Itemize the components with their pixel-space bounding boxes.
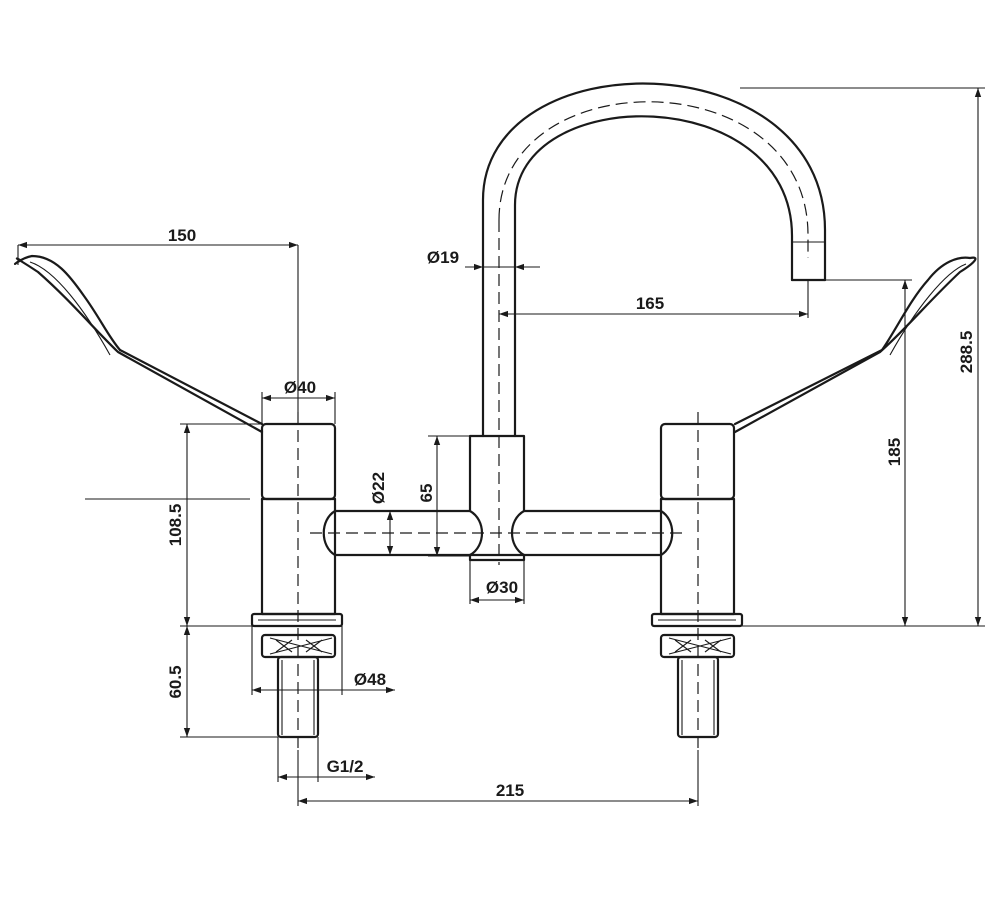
- label-centres: 215: [496, 781, 524, 800]
- label-hub-diameter: Ø30: [486, 578, 518, 597]
- swan-neck-spout: [481, 82, 827, 438]
- label-overall-height: 288.5: [957, 331, 976, 374]
- right-lever-handle: [733, 256, 977, 434]
- label-spout-diameter: Ø19: [427, 248, 459, 267]
- left-lever-handle-inner: [29, 261, 111, 356]
- label-handle-reach: 150: [168, 226, 196, 245]
- label-body-height: 108.5: [166, 504, 185, 547]
- right-valve-body: [650, 422, 744, 628]
- label-flange-diameter: Ø48: [354, 670, 386, 689]
- central-hub: [468, 434, 526, 562]
- dimension-lines: [18, 88, 982, 805]
- left-lever-handle: [14, 254, 264, 434]
- tap-outline: [14, 82, 977, 750]
- left-valve-body: [250, 422, 344, 628]
- center-lines: [297, 101, 809, 750]
- label-body-diameter: Ø40: [284, 378, 316, 397]
- label-bridge-diameter: Ø22: [369, 472, 388, 504]
- right-lever-handle-stem: [733, 348, 884, 426]
- dimension-labels: 150 Ø40 Ø19 165 288.5 185 Ø22 65 Ø30 108…: [166, 226, 976, 800]
- label-spout-reach: 165: [636, 294, 664, 313]
- label-thread-size: G1/2: [327, 757, 364, 776]
- left-lever-handle-stem: [118, 348, 264, 426]
- label-bridge-height: 65: [417, 484, 436, 503]
- right-lever-handle-inner: [889, 263, 967, 356]
- label-shank-length: 60.5: [166, 665, 185, 698]
- label-spout-height: 185: [885, 438, 904, 466]
